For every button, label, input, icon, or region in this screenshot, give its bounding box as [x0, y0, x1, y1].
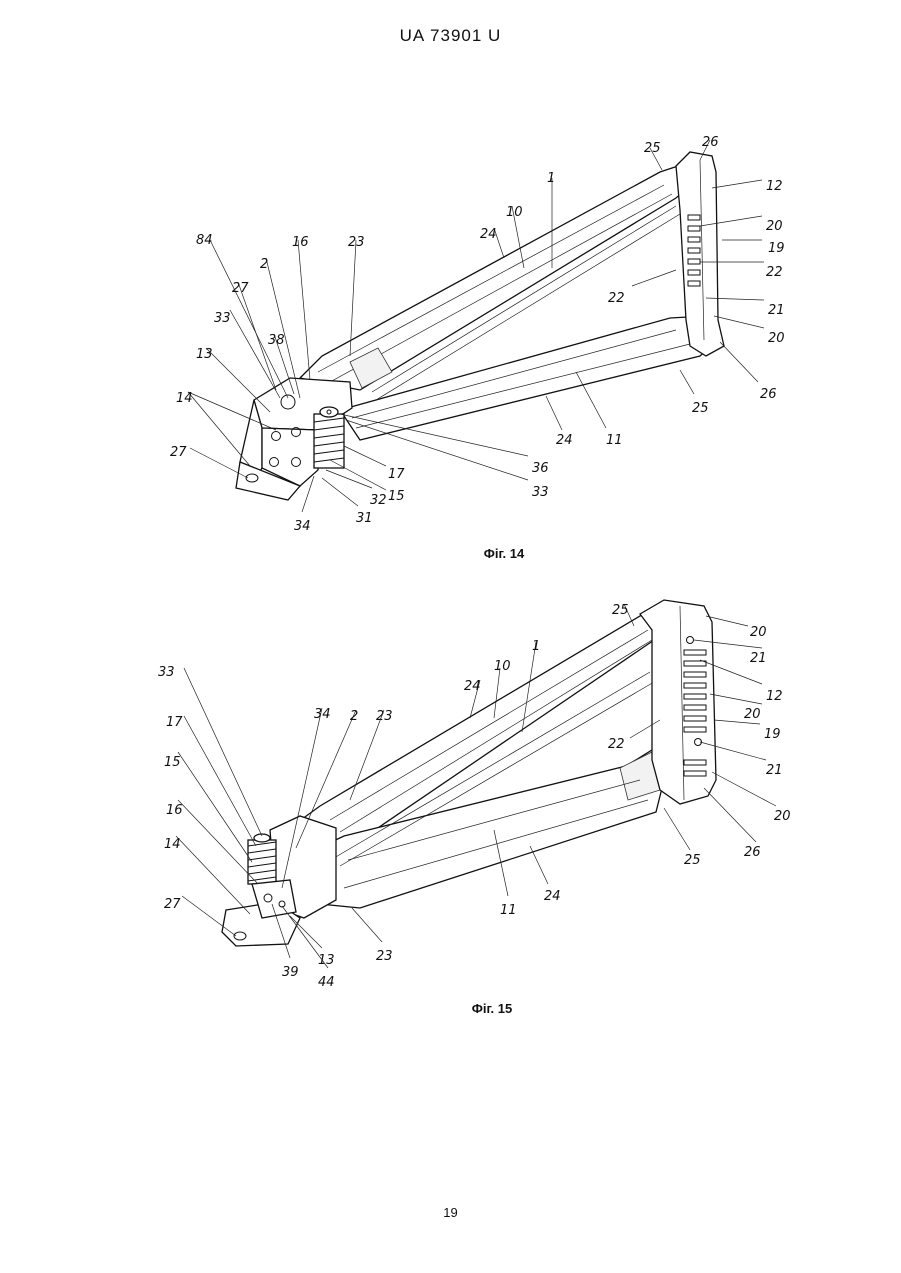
- callout-label-22: 22: [608, 738, 625, 751]
- callout-label-22: 22: [608, 292, 625, 305]
- callout-label-20: 20: [744, 708, 761, 721]
- callout-label-31: 31: [356, 512, 373, 525]
- page-number: 19: [0, 1205, 901, 1220]
- callout-label-21: 21: [750, 652, 767, 665]
- callout-label-44: 44: [318, 976, 335, 989]
- callout-label-36: 36: [532, 462, 549, 475]
- callout-label-19: 19: [764, 728, 781, 741]
- callout-label-16: 16: [166, 804, 183, 817]
- callout-label-27: 27: [170, 446, 187, 459]
- callout-label-27: 27: [232, 282, 249, 295]
- callout-label-20: 20: [766, 220, 783, 233]
- callout-label-16: 16: [292, 236, 309, 249]
- callout-label-25: 25: [692, 402, 709, 415]
- callout-label-12: 12: [766, 180, 783, 193]
- callout-label-19: 19: [768, 242, 785, 255]
- callout-label-11: 11: [606, 434, 623, 447]
- callout-label-10: 10: [494, 660, 511, 673]
- callout-label-26: 26: [760, 388, 777, 401]
- callout-label-12: 12: [766, 690, 783, 703]
- callout-label-2: 2: [260, 258, 268, 271]
- callout-label-21: 21: [766, 764, 783, 777]
- callout-label-14: 14: [176, 392, 193, 405]
- callout-label-27: 27: [164, 898, 181, 911]
- callout-label-26: 26: [744, 846, 761, 859]
- patent-number-header: UA 73901 U: [0, 26, 901, 46]
- callout-label-14: 14: [164, 838, 181, 851]
- callout-label-13: 13: [318, 954, 335, 967]
- callout-label-24: 24: [464, 680, 481, 693]
- callout-label-39: 39: [282, 966, 299, 979]
- figure-15-callouts: [0, 585, 901, 985]
- callout-label-26: 26: [702, 136, 719, 149]
- callout-label-13: 13: [196, 348, 213, 361]
- callout-label-23: 23: [376, 950, 393, 963]
- figure-15-caption: Фіг. 15: [392, 1001, 592, 1016]
- callout-label-21: 21: [768, 304, 785, 317]
- callout-label-22: 22: [766, 266, 783, 279]
- callout-label-23: 23: [376, 710, 393, 723]
- callout-label-11: 11: [500, 904, 517, 917]
- callout-label-24: 24: [544, 890, 561, 903]
- callout-label-15: 15: [164, 756, 181, 769]
- callout-label-24: 24: [556, 434, 573, 447]
- callout-label-2: 2: [350, 710, 358, 723]
- callout-label-1: 1: [532, 640, 540, 653]
- callout-label-25: 25: [612, 604, 629, 617]
- callout-label-25: 25: [644, 142, 661, 155]
- callout-label-33: 33: [158, 666, 175, 679]
- callout-label-33: 33: [214, 312, 231, 325]
- callout-label-25: 25: [684, 854, 701, 867]
- callout-label-38: 38: [268, 334, 285, 347]
- callout-label-23: 23: [348, 236, 365, 249]
- callout-label-33: 33: [532, 486, 549, 499]
- callout-label-34: 34: [314, 708, 331, 721]
- callout-label-32: 32: [370, 494, 387, 507]
- callout-label-10: 10: [506, 206, 523, 219]
- callout-label-24: 24: [480, 228, 497, 241]
- callout-label-15: 15: [388, 490, 405, 503]
- callout-label-17: 17: [388, 468, 405, 481]
- figure-14-caption: Фіг. 14: [404, 546, 604, 561]
- callout-label-20: 20: [750, 626, 767, 639]
- callout-label-34: 34: [294, 520, 311, 533]
- callout-label-1: 1: [547, 172, 555, 185]
- callout-label-84: 84: [196, 234, 213, 247]
- callout-label-17: 17: [166, 716, 183, 729]
- callout-label-20: 20: [774, 810, 791, 823]
- callout-label-20: 20: [768, 332, 785, 345]
